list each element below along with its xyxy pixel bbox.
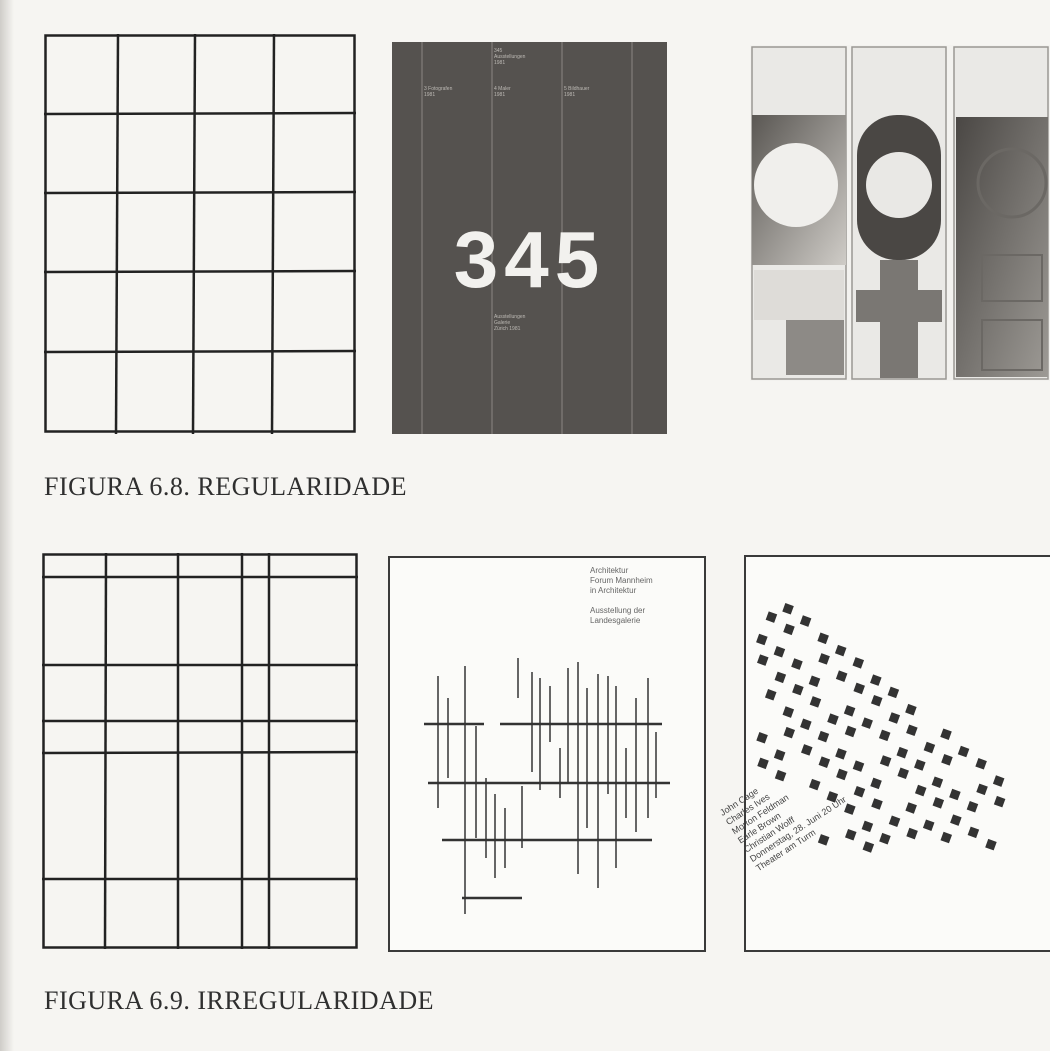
pattern-square: [897, 768, 909, 780]
pattern-square: [906, 725, 918, 737]
regular-grid-diagram: [44, 34, 356, 434]
pattern-square: [949, 789, 961, 801]
pattern-square: [923, 819, 935, 831]
pattern-square: [774, 646, 786, 658]
pattern-square: [766, 611, 778, 623]
pattern-square: [818, 731, 830, 743]
pattern-square: [870, 778, 882, 790]
pattern-square: [871, 798, 883, 810]
pattern-square: [757, 654, 769, 666]
poster-345: 345 Ausstellungen 1981 3 Fotografen 1981…: [392, 42, 667, 434]
pattern-square: [810, 696, 822, 708]
poster-column-label: 5 Bildhauer 1981: [564, 86, 589, 98]
pattern-square: [967, 801, 979, 813]
poster-dots: John Cage Charles Ives Morton Feldman Ea…: [744, 555, 1050, 952]
pattern-square: [888, 687, 900, 699]
pattern-square: [976, 784, 988, 796]
pattern-square: [889, 712, 901, 724]
pattern-square: [853, 683, 865, 695]
poster-column-label: 3 Fotografen 1981: [424, 86, 452, 98]
pattern-square: [845, 726, 857, 738]
pattern-square: [791, 658, 803, 670]
pattern-square: [879, 730, 891, 742]
pattern-square: [757, 758, 769, 770]
pattern-square: [836, 769, 848, 781]
pattern-square: [800, 615, 812, 627]
pattern-square: [924, 742, 936, 754]
pattern-square: [896, 747, 908, 759]
pattern-square: [950, 814, 962, 826]
page-gutter-shadow: [0, 0, 14, 1051]
pattern-square: [994, 796, 1006, 808]
pattern-square: [975, 758, 987, 770]
pattern-square: [871, 695, 883, 707]
pattern-square: [774, 749, 786, 761]
pattern-square: [985, 839, 997, 851]
pattern-square: [940, 728, 952, 740]
pattern-square: [915, 785, 927, 797]
pattern-square: [756, 634, 768, 646]
venus-symbol-icon: [852, 47, 946, 379]
figure-caption-irregularidade: FIGURA 6.9. IRREGULARIDADE: [44, 986, 434, 1016]
pattern-square: [968, 827, 980, 839]
pattern-square: [818, 834, 830, 846]
pattern-square: [906, 828, 918, 840]
pattern-square: [933, 797, 945, 809]
pattern-square: [879, 833, 891, 845]
pattern-square: [854, 786, 866, 798]
pattern-square: [835, 645, 847, 657]
poster-bottom-label: Ausstellungen Galerie Zürich 1981: [494, 314, 525, 332]
pattern-square: [940, 832, 952, 844]
pattern-square: [932, 776, 944, 788]
pattern-square: [852, 657, 864, 669]
pattern-square: [853, 760, 865, 772]
pattern-square: [914, 759, 926, 771]
pattern-square: [783, 727, 795, 739]
pattern-square: [863, 841, 875, 853]
venus-symbol-icon: [954, 47, 1048, 379]
pattern-square: [783, 624, 795, 636]
pattern-square: [870, 674, 882, 686]
irregular-grid-diagram: [42, 553, 358, 949]
pattern-square: [800, 719, 812, 731]
pattern-square: [827, 713, 839, 725]
pattern-square: [861, 717, 873, 729]
pattern-square: [775, 672, 787, 684]
pattern-square: [845, 829, 857, 841]
pattern-square: [905, 802, 917, 814]
pattern-square: [905, 704, 917, 716]
poster-lines: Architektur Forum Mannheim in Architektu…: [388, 556, 706, 952]
pattern-square: [783, 706, 795, 718]
pattern-square: [836, 670, 848, 682]
venus-symbol-icon: [752, 47, 846, 379]
pattern-square: [958, 746, 970, 758]
pattern-square: [880, 755, 892, 767]
pattern-square: [756, 732, 768, 744]
pattern-square: [941, 754, 953, 766]
pattern-square: [817, 633, 829, 645]
figure-caption-regularidade: FIGURA 6.8. REGULARIDADE: [44, 472, 407, 502]
pattern-square: [889, 816, 901, 828]
poster-top-label: 345 Ausstellungen 1981: [494, 48, 525, 66]
pattern-square: [993, 775, 1005, 787]
poster-number: 345: [392, 220, 667, 300]
pattern-square: [792, 684, 804, 696]
poster-column-label: 4 Maler 1981: [494, 86, 511, 98]
pattern-square: [809, 676, 821, 688]
pattern-square: [844, 705, 856, 717]
pattern-square: [782, 603, 794, 615]
pattern-square: [818, 653, 830, 665]
pattern-square: [835, 748, 847, 760]
pattern-square: [765, 689, 777, 701]
pattern-square: [862, 821, 874, 833]
venus-symbol-poster: [750, 45, 1050, 381]
